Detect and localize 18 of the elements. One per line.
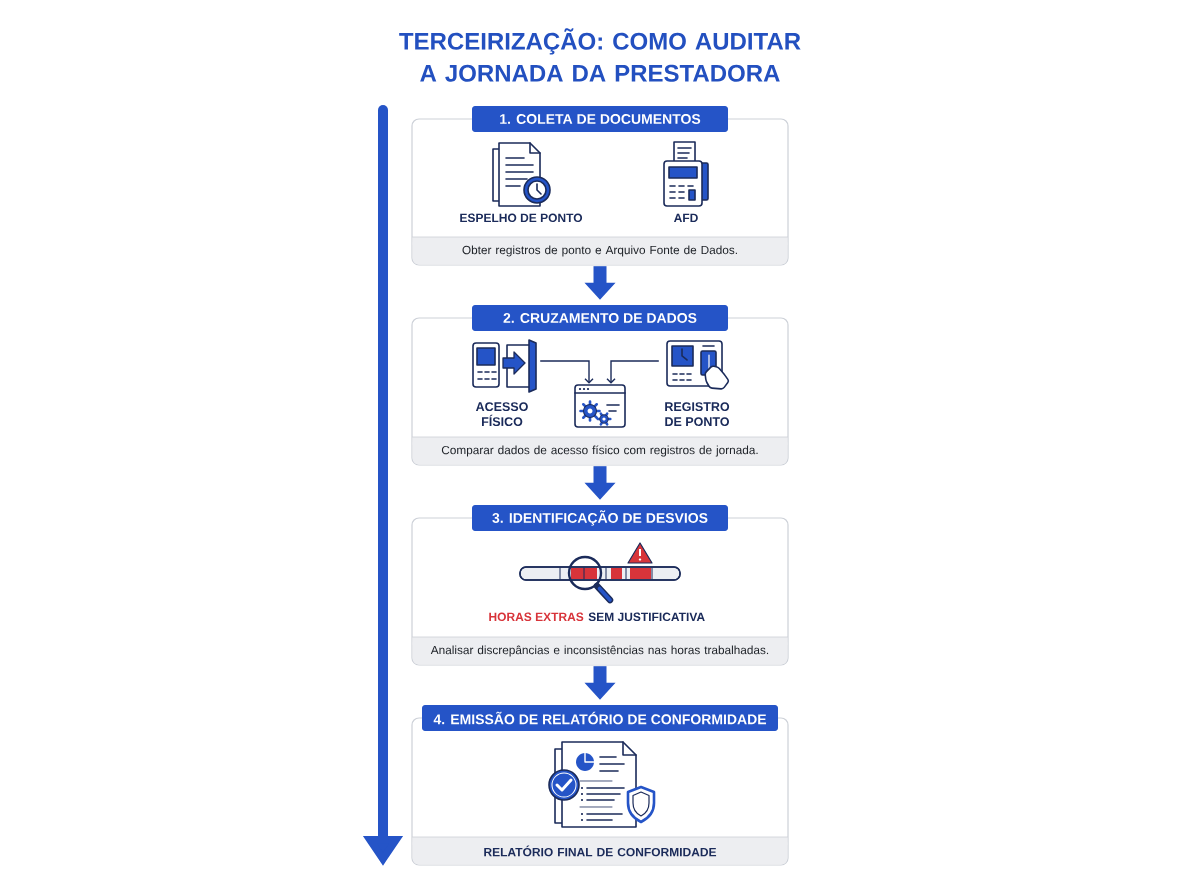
step-tab: 4. EMISSÃO DE RELATÓRIO DE CONFORMIDADE xyxy=(422,705,778,731)
arrow xyxy=(606,360,660,384)
gears-window-icon xyxy=(574,384,626,428)
arrow xyxy=(539,360,594,384)
icon-label: REGISTRO DE PONTO xyxy=(665,402,730,427)
footer-band: RELATÓRIO FINAL DE CONFORMIDADE xyxy=(411,836,789,865)
footer-band: Comparar dados de acesso físico com registros de jornada. xyxy=(411,436,789,465)
footer-band: Obter registros de ponto e Arquivo Fonte de Dados. xyxy=(411,236,789,265)
step-tab: 3. IDENTIFICAÇÃO DE DESVIOS xyxy=(472,505,728,531)
highlight-text: HORAS EXTRAS xyxy=(489,612,584,622)
icon-label: ESPELHO DE PONTO xyxy=(460,213,583,223)
icon-label: ACESSO FÍSICO xyxy=(475,402,528,427)
status-text: SEM JUSTIFICATIVA xyxy=(588,612,705,622)
title: TERCEIRIZAÇÃO: COMO AUDITAR A JORNADA DA PRESTADORA xyxy=(399,28,801,82)
icon-label: AFD xyxy=(673,213,698,222)
step-tab: 2. CRUZAMENTO DE DADOS xyxy=(472,305,728,331)
step-tab: 1. COLETA DE DOCUMENTOS xyxy=(472,106,728,132)
footer-band: Analisar discrepâncias e inconsistências nas horas trabalhadas. xyxy=(411,636,789,665)
